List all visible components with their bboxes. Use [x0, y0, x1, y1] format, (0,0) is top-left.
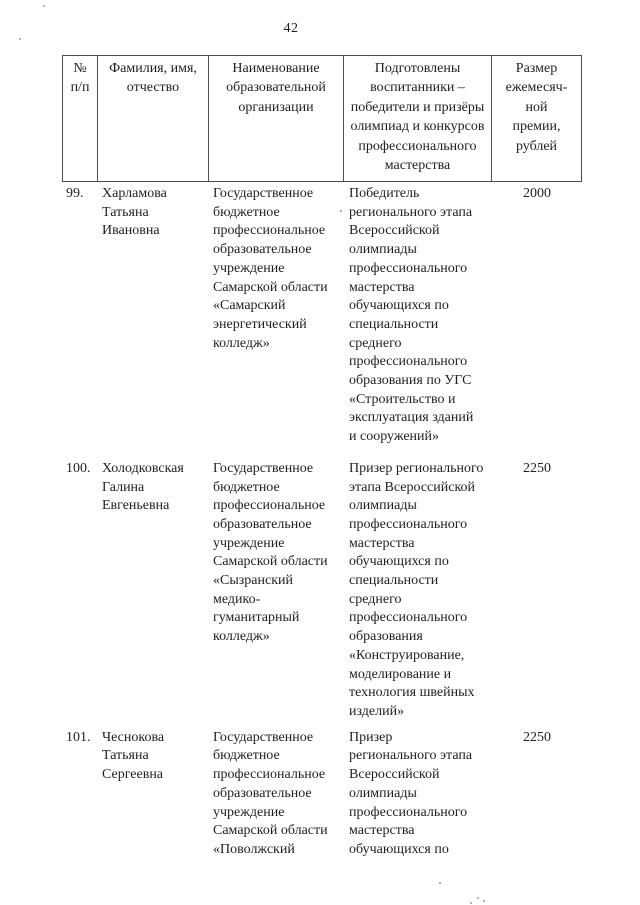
cell-achievement: Призер регионального этапа Всероссийской…	[349, 729, 473, 857]
cell-organization: Государственное бюджетное профессиональн…	[213, 729, 328, 857]
scan-noise-dot	[477, 897, 479, 899]
cell-organization: Государственное бюджетное профессиональн…	[213, 186, 328, 351]
table-row: 99. Харламова Татьяна Ивановна Государст…	[62, 185, 582, 447]
scan-noise-dot	[439, 882, 441, 884]
cell-premium-amount: 2250	[523, 460, 551, 476]
col-header-row-number: № п/п	[63, 56, 98, 181]
cell-row-number: 101.	[66, 729, 91, 745]
col-header-full-name: Фамилия, имя, отчество	[98, 56, 209, 181]
cell-full-name: Харламова Татьяна Ивановна	[102, 186, 167, 239]
table-header-row: № п/п Фамилия, имя, отчество Наименовани…	[62, 55, 582, 182]
cell-full-name: Холодковская Галина Евгеньевна	[102, 460, 184, 514]
cell-achievement: Призер регионального этапа Всероссийской…	[349, 460, 484, 719]
scan-noise-dot	[470, 902, 472, 904]
page-number: 42	[283, 21, 299, 36]
col-header-organization: Наименование образовательной организации	[209, 56, 344, 181]
scan-noise-dot	[19, 38, 21, 40]
table-row: 101. Чеснокова Татьяна Сергеевна Государ…	[62, 729, 582, 860]
scan-noise-dot	[483, 900, 485, 902]
col-header-premium-amount: Размер ежемесяч- ной премии, рублей	[505, 61, 568, 154]
col-header-achievement: Подготовлены воспитанники – победители и…	[344, 56, 492, 181]
table-body: 99. Харламова Татьяна Ивановна Государст…	[62, 185, 582, 860]
cell-premium-amount: 2250	[523, 729, 551, 745]
cell-row-number: 99.	[66, 186, 84, 201]
cell-row-number: 100.	[66, 460, 91, 476]
cell-full-name: Чеснокова Татьяна Сергеевна	[102, 729, 165, 783]
table-row: 100. Холодковская Галина Евгеньевна Госу…	[62, 460, 582, 722]
scan-noise-dot	[340, 210, 342, 212]
premium-recipients-table: № п/п Фамилия, имя, отчество Наименовани…	[62, 55, 582, 860]
cell-achievement: Победитель регионального этапа Всероссий…	[349, 186, 474, 445]
cell-organization: Государственное бюджетное профессиональн…	[213, 460, 328, 645]
scan-noise-dot	[43, 5, 45, 7]
cell-premium-amount: 2000	[523, 186, 551, 201]
